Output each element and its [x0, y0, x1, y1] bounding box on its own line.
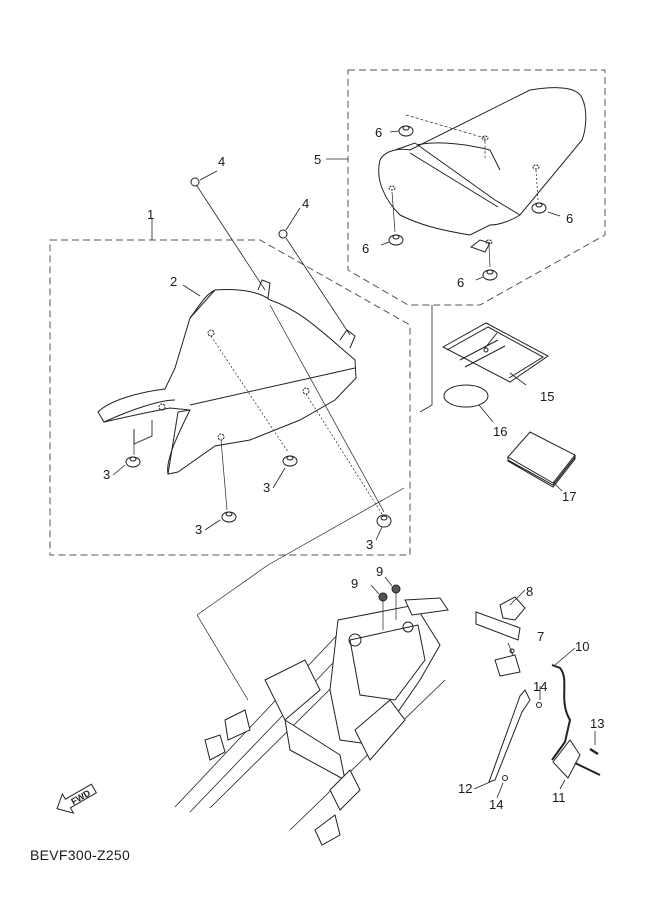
bolt-4-right[interactable]: [279, 230, 350, 335]
callout-7[interactable]: 7: [537, 629, 545, 644]
callout-14[interactable]: 14: [533, 679, 548, 694]
rider-seat-assembly-box: [50, 240, 410, 555]
nut-9[interactable]: [379, 585, 400, 630]
seat-lock-cable-10[interactable]: [552, 665, 570, 760]
damper-3[interactable]: [126, 305, 391, 527]
diagram-code: BEVF300-Z250: [30, 847, 131, 863]
callout-3[interactable]: 3: [263, 480, 271, 495]
callout-6[interactable]: 6: [362, 241, 370, 256]
passenger-seat[interactable]: [379, 88, 586, 252]
rider-seat[interactable]: [98, 280, 356, 474]
callout-14[interactable]: 14: [489, 797, 504, 812]
callout-3[interactable]: 3: [103, 467, 111, 482]
rear-frame: [175, 598, 448, 845]
callout-2[interactable]: 2: [170, 274, 178, 289]
seat-lock-bracket-8[interactable]: [476, 597, 525, 640]
callout-4[interactable]: 4: [302, 196, 310, 211]
callout-6[interactable]: 6: [457, 275, 465, 290]
seat-lock-7[interactable]: [495, 649, 520, 676]
callout-10[interactable]: 10: [575, 639, 590, 654]
callout-16[interactable]: 16: [493, 424, 508, 439]
callout-6[interactable]: 6: [566, 211, 574, 226]
screw-14[interactable]: [503, 703, 542, 781]
bolt-13[interactable]: [590, 749, 598, 754]
callout-9[interactable]: 9: [351, 576, 359, 591]
callout-9[interactable]: 9: [376, 564, 384, 579]
callout-8[interactable]: 8: [526, 584, 534, 599]
callout-4[interactable]: 4: [218, 154, 226, 169]
callout-3[interactable]: 3: [195, 522, 203, 537]
bolt-4-left[interactable]: [191, 178, 265, 290]
seat-lock-cylinder-11[interactable]: [553, 740, 600, 778]
callout-17[interactable]: 17: [562, 489, 577, 504]
callout-12[interactable]: 12: [458, 781, 473, 796]
manual-booklet[interactable]: [508, 432, 575, 487]
band-16[interactable]: [444, 385, 488, 407]
callout-11[interactable]: 11: [552, 790, 566, 805]
callout-3[interactable]: 3: [366, 537, 374, 552]
callout-5[interactable]: 5: [314, 152, 322, 167]
callout-13[interactable]: 13: [590, 716, 605, 731]
seat-cover[interactable]: [443, 323, 548, 382]
passenger-seat-assembly-box: [348, 70, 605, 305]
callout-1[interactable]: 1: [147, 207, 155, 222]
callout-15[interactable]: 15: [540, 389, 555, 404]
seat-lock-lever-12[interactable]: [489, 690, 530, 782]
fwd-arrow-icon: FWD: [52, 779, 99, 819]
callout-6[interactable]: 6: [375, 125, 383, 140]
